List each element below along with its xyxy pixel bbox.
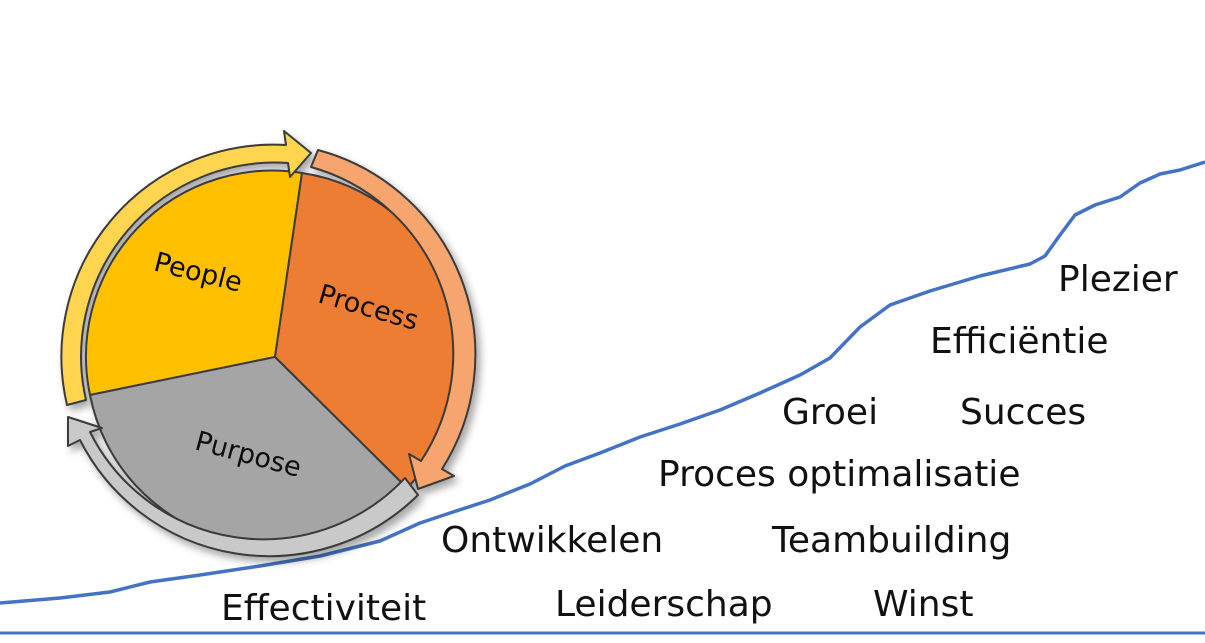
word-groei: Groei xyxy=(782,392,878,433)
word-proces-optimalisatie: Proces optimalisatie xyxy=(658,454,1020,495)
word-ontwikkelen: Ontwikkelen xyxy=(441,520,663,561)
word-leiderschap: Leiderschap xyxy=(555,584,773,625)
word-winst: Winst xyxy=(873,584,974,625)
word-succes: Succes xyxy=(960,392,1086,433)
process-arrow xyxy=(310,149,477,490)
people-arrow xyxy=(60,130,312,406)
word-teambuilding: Teambuilding xyxy=(771,520,1011,561)
people-segment xyxy=(85,169,304,397)
growth-curve xyxy=(0,160,1205,605)
cycle-wheel: People Process Purpose xyxy=(60,130,477,558)
word-efficientie: Efficiëntie xyxy=(930,321,1109,362)
word-plezier: Plezier xyxy=(1058,259,1178,300)
purpose-arrow xyxy=(67,416,419,558)
word-effectiviteit: Effectiviteit xyxy=(221,588,426,629)
